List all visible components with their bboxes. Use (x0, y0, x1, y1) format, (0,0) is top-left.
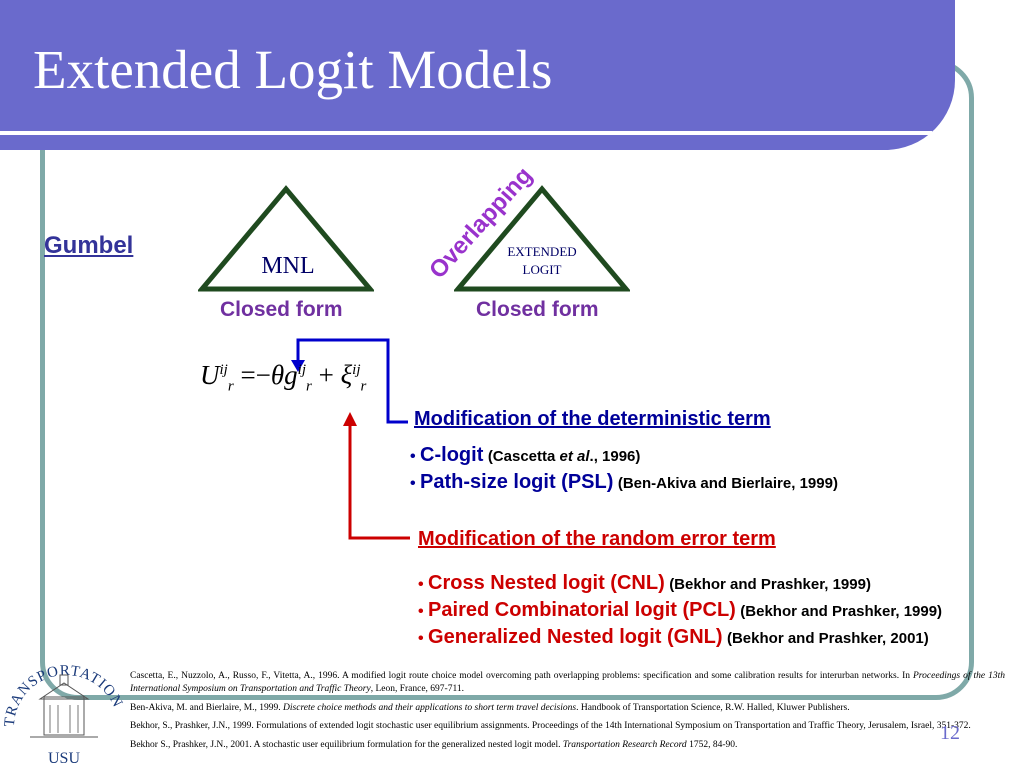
references: Cascetta, E., Nuzzolo, A., Russo, F., Vi… (130, 670, 1005, 758)
bullet-gnl: • Generalized Nested logit (GNL) (Bekhor… (418, 626, 929, 648)
bullet-c-logit: • C-logit (Cascetta et al., 1996) (410, 444, 641, 466)
cnl-cite: (Bekhor and Prashker, 1999) (669, 576, 871, 593)
gnl-title: Generalized Nested logit (GNL) (428, 626, 723, 648)
deterministic-heading: Modification of the deterministic term (414, 408, 771, 430)
extended-logit-line1: EXTENDED (507, 244, 577, 259)
reference-item: Bekhor, S., Prashker, J.N., 1999. Formul… (130, 721, 971, 732)
pcl-title: Paired Combinatorial logit (PCL) (428, 599, 736, 621)
eq-theta: θ (270, 360, 285, 390)
eq-xi-sup: ij (352, 362, 361, 378)
eq-u: U (200, 360, 220, 390)
eq-u-sub: r (227, 378, 234, 395)
extended-logit-line2: LOGIT (522, 262, 562, 277)
mnl-triangle (198, 185, 374, 292)
extended-logit-triangle (454, 185, 630, 292)
reference-item: Ben-Akiva, M. and Bierlaire, M., 1999. D… (130, 702, 850, 713)
slide-title: Extended Logit Models (33, 39, 553, 100)
slide-number: 12 (940, 722, 960, 744)
psl-title: Path-size logit (PSL) (420, 471, 614, 493)
reference-item: Cascetta, E., Nuzzolo, A., Russo, F., Vi… (130, 671, 1005, 694)
logo-arc-text: TRANSPORTATION (2, 663, 125, 728)
pcl-cite: (Bekhor and Prashker, 1999) (740, 603, 943, 620)
utility-equation: Uijr =−θgijr + ξijr (200, 360, 367, 395)
transportation-logo: TRANSPORTATION USU (2, 663, 126, 767)
eq-xi: ξ (340, 360, 353, 390)
extended-closed-form: Closed form (476, 298, 599, 321)
eq-g-sup: ij (297, 362, 307, 378)
psl-cite: (Ben-Akiva and Bierlaire, 1999) (617, 475, 838, 492)
reference-item: Bekhor S., Prashker, J.N., 2001. A stoch… (130, 740, 738, 751)
c-logit-cite-post: ., 1996) (589, 448, 641, 465)
eq-g-sub: r (306, 378, 312, 395)
bullet-psl: • Path-size logit (PSL) (Ben-Akiva and B… (410, 471, 838, 493)
title-bar (0, 0, 955, 150)
eq-g: g (284, 360, 298, 390)
svg-text:TRANSPORTATION: TRANSPORTATION (2, 663, 126, 728)
bullet-cnl: • Cross Nested logit (CNL) (Bekhor and P… (418, 572, 871, 594)
eq-xi-sub: r (360, 378, 367, 395)
title-underline (0, 131, 932, 135)
mnl-label: MNL (261, 253, 315, 279)
c-logit-cite-pre: (Cascetta (487, 448, 560, 465)
bullet-pcl: • Paired Combinatorial logit (PCL) (Bekh… (418, 599, 943, 621)
mnl-closed-form: Closed form (220, 298, 343, 321)
cnl-title: Cross Nested logit (CNL) (428, 572, 665, 594)
c-logit-title: C-logit (420, 444, 484, 466)
eq-u-sup: ij (219, 362, 228, 378)
logo-usu: USU (48, 750, 80, 767)
c-logit-cite-em: et al (559, 448, 590, 465)
gumbel-label: Gumbel (44, 232, 134, 259)
gnl-cite: (Bekhor and Prashker, 2001) (726, 630, 929, 647)
extended-logit-label: EXTENDED LOGIT (492, 243, 592, 279)
random-heading: Modification of the random error term (418, 528, 776, 550)
